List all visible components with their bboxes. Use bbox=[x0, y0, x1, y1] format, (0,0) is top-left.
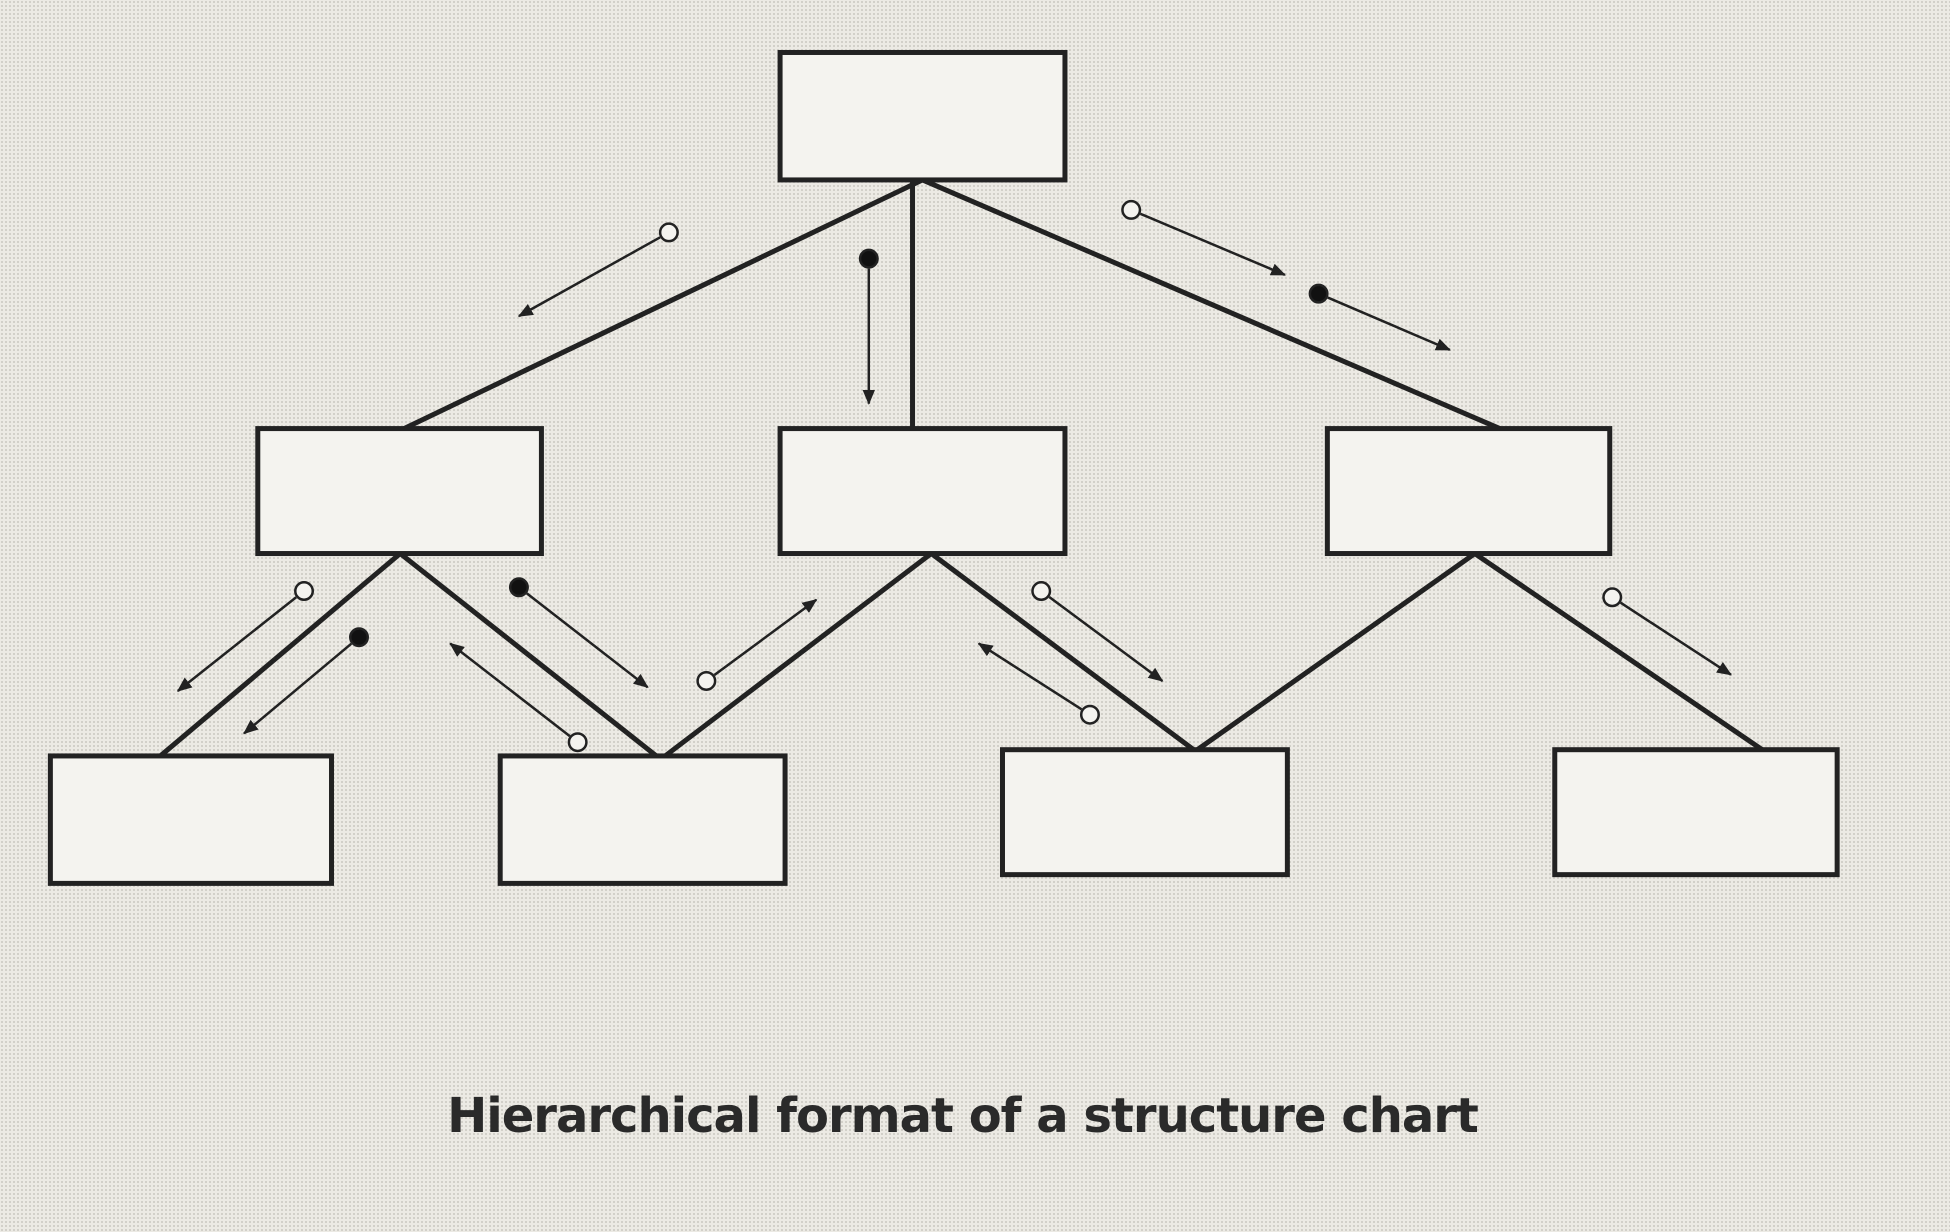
connection-mid-left-to-bottom-1 bbox=[158, 551, 402, 758]
open-circle-icon bbox=[1031, 581, 1052, 602]
data-couple bbox=[176, 581, 315, 692]
couple-arrow bbox=[1048, 595, 1164, 682]
couple-arrow bbox=[526, 592, 649, 689]
filled-circle-icon bbox=[508, 577, 529, 598]
couple-arrow bbox=[517, 236, 661, 318]
data-couple bbox=[1031, 581, 1164, 682]
open-circle-icon bbox=[696, 670, 717, 691]
filled-circle-icon bbox=[1308, 283, 1329, 304]
module-box-bottom-1 bbox=[47, 753, 335, 886]
control-couple bbox=[1308, 283, 1451, 352]
module-box-mid-left bbox=[255, 426, 544, 557]
data-couple bbox=[696, 598, 818, 691]
couple-arrow bbox=[713, 598, 818, 677]
control-couple bbox=[508, 577, 649, 689]
connection-mid-left-to-bottom-2 bbox=[398, 551, 658, 758]
connection-top-to-mid-left bbox=[402, 177, 924, 431]
couple-arrow bbox=[449, 642, 571, 738]
couple-arrow bbox=[176, 596, 297, 692]
filled-circle-icon bbox=[349, 627, 369, 648]
connection-mid-center-to-bottom-3 bbox=[929, 551, 1196, 752]
connection-mid-right-to-bottom-3 bbox=[1195, 551, 1477, 752]
control-couple bbox=[858, 248, 879, 405]
module-box-bottom-2 bbox=[497, 753, 788, 886]
open-circle-icon bbox=[294, 581, 315, 602]
module-box-mid-right bbox=[1324, 426, 1613, 557]
module-box-top bbox=[777, 49, 1068, 183]
couple-arrow bbox=[977, 642, 1083, 711]
module-box-bottom-4 bbox=[1552, 747, 1840, 878]
connection-mid-right-to-bottom-4 bbox=[1473, 551, 1764, 752]
data-couple bbox=[1602, 587, 1732, 676]
open-circle-icon bbox=[1079, 704, 1100, 725]
open-circle-icon bbox=[1121, 199, 1142, 220]
couple-arrow bbox=[1139, 212, 1287, 277]
filled-circle-icon bbox=[858, 248, 879, 269]
connection-top-to-mid-right bbox=[921, 177, 1501, 431]
module-box-mid-center bbox=[777, 426, 1068, 557]
couple-arrow bbox=[1619, 601, 1732, 676]
data-couple bbox=[449, 642, 588, 753]
couple-arrow bbox=[1327, 296, 1451, 352]
open-circle-icon bbox=[658, 222, 679, 243]
data-couple bbox=[517, 222, 679, 318]
module-box-bottom-3 bbox=[999, 747, 1290, 878]
couple-arrow bbox=[243, 642, 353, 735]
data-couple bbox=[1121, 199, 1287, 277]
diagram-caption: Hierarchical format of a structure chart bbox=[447, 1088, 1479, 1144]
control-couple bbox=[243, 627, 369, 735]
open-circle-icon bbox=[567, 732, 588, 753]
connection-mid-center-to-bottom-2 bbox=[663, 551, 933, 758]
data-couple bbox=[977, 642, 1100, 725]
open-circle-icon bbox=[1602, 587, 1623, 608]
